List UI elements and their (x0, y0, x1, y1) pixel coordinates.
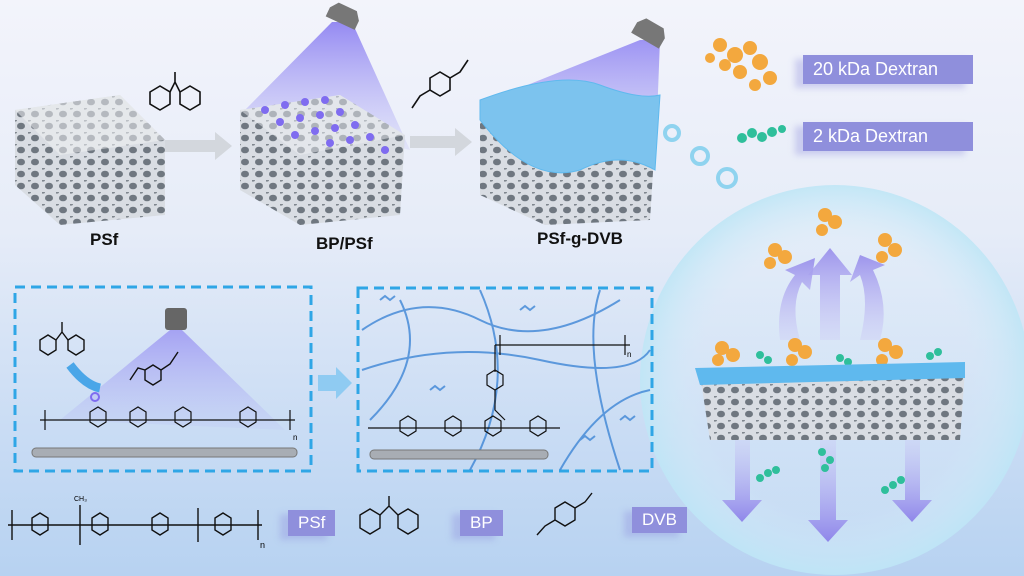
subscript-n-box2: n (627, 350, 632, 359)
bp-molecule-top (149, 72, 201, 111)
permeate-arrow (722, 440, 762, 522)
bubbles (663, 124, 738, 189)
tag-2kda-dextran: 2 kDa Dextran (803, 122, 973, 151)
membrane-cross-section (695, 362, 965, 440)
mechanism-arrow (318, 367, 352, 399)
subscript-n-box1: n (293, 433, 298, 442)
rejected-dextran (712, 208, 903, 366)
rejection-arrow (779, 258, 815, 340)
small-dextran (756, 348, 942, 366)
polymer-network (361, 289, 651, 471)
label-psf: PSf (90, 230, 119, 249)
rejection-arrow (808, 248, 852, 340)
process-arrow-2 (410, 128, 472, 156)
label-bp-psf: BP/PSf (316, 234, 373, 253)
methyl-label: CH₃ (74, 496, 87, 503)
subscript-n: n (260, 540, 266, 550)
psf-chain-box (40, 406, 295, 430)
process-arrow-1 (165, 132, 232, 160)
permeate-arrow (808, 440, 848, 542)
mechanism-box-before (13, 285, 313, 473)
tag-dvb: DVB (632, 507, 687, 533)
bp-dots (261, 96, 389, 154)
tag-psf: PSf (288, 510, 336, 536)
bp-psf-block (240, 95, 405, 225)
tag-bp: BP (460, 510, 503, 536)
bp-molecule-box (39, 322, 179, 386)
bp-structure (359, 496, 419, 535)
psf-g-dvb-block (479, 79, 661, 225)
permeate-arrow (892, 440, 932, 522)
rejection-arrow (850, 255, 885, 340)
psf-block (15, 95, 165, 225)
dvb-molecule-top (411, 59, 469, 109)
dextran-2kda-chain (737, 125, 786, 143)
permeate-dextran (756, 448, 905, 494)
dvb-structure (536, 492, 593, 536)
uv-lamp-small (165, 308, 187, 330)
mechanism-box-after (356, 286, 654, 473)
label-psf-g-dvb: PSf-g-DVB (537, 229, 623, 248)
grafted-chain (368, 335, 630, 437)
tag-20kda-dextran: 20 kDa Dextran (803, 55, 973, 84)
dextran-20kda-cluster (705, 38, 777, 91)
psf-structure (8, 505, 262, 545)
